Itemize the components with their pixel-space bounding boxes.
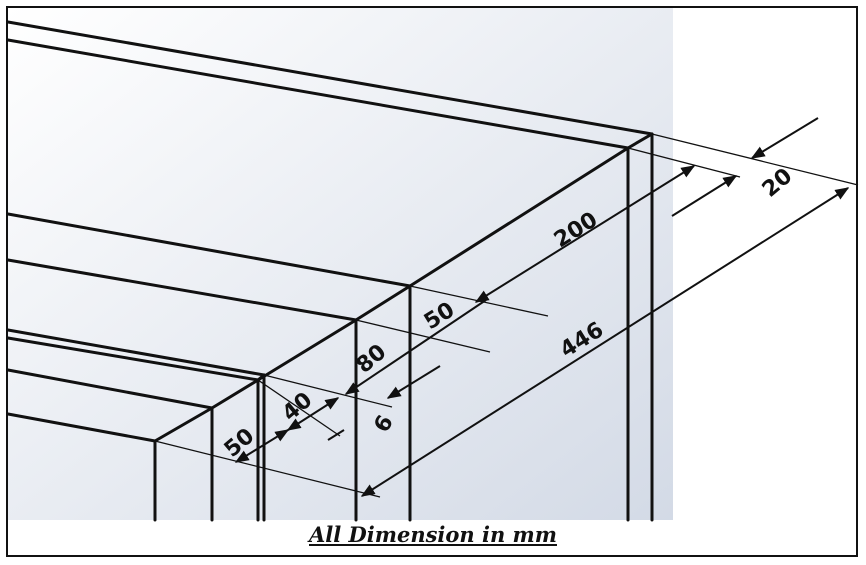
dim-line-80	[344, 299, 487, 395]
dim-line-446	[360, 187, 850, 497]
model-background	[8, 8, 673, 520]
dim-line-20-lower	[671, 175, 738, 217]
dim-line-6-tail	[327, 429, 345, 441]
dim-line-40	[286, 397, 340, 431]
dim-line-20-upper	[750, 117, 819, 159]
dimension-lines	[234, 117, 850, 497]
dim-line-6	[386, 365, 441, 399]
dim-line-50-lower	[234, 429, 290, 463]
units-caption: All Dimension in mm	[309, 522, 557, 547]
dim-label-20: 20	[758, 164, 798, 203]
